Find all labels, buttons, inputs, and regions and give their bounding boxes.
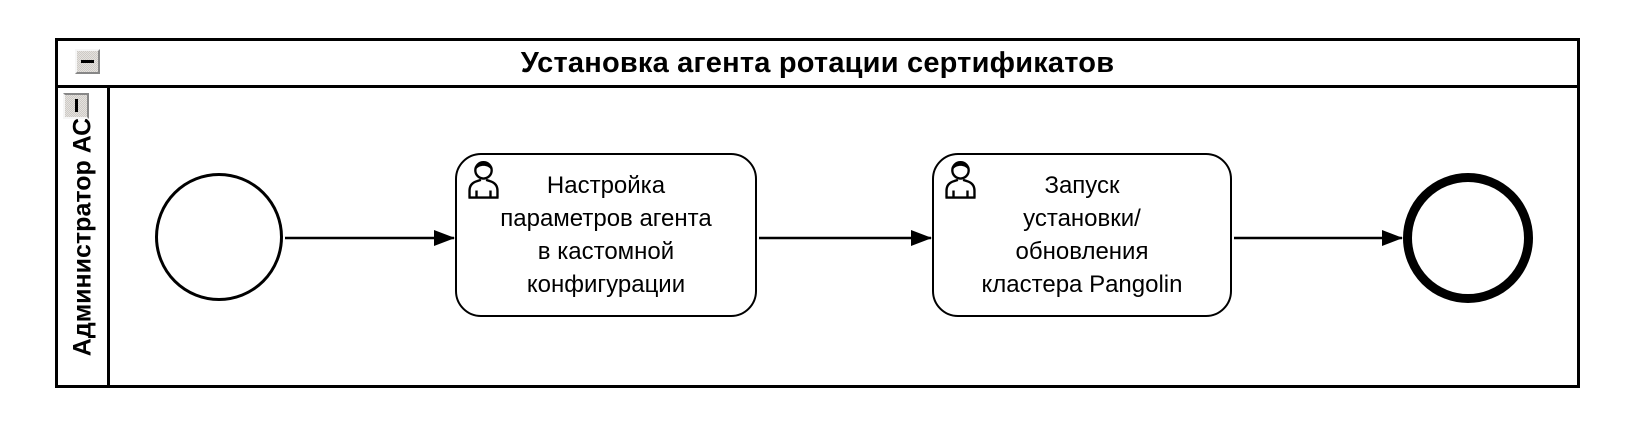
- task-label-line: в кастомной: [537, 238, 675, 265]
- pool-title: Установка агента ротации сертификатов: [520, 46, 1115, 79]
- minus-icon: [81, 60, 94, 63]
- minus-icon: [74, 99, 78, 113]
- task-label: Запуск установки/ обновления кластера Pa…: [982, 169, 1183, 301]
- lane-content: Настройка параметров агента в кастомной …: [110, 88, 1577, 385]
- lane-collapse-button[interactable]: [63, 93, 89, 119]
- user-icon: [462, 158, 505, 201]
- task-label-line: конфигурации: [526, 271, 686, 298]
- task-configure-agent[interactable]: Настройка параметров агента в кастомной …: [455, 153, 757, 317]
- pool-body: Администратор АС: [58, 88, 1577, 385]
- task-run-install-update[interactable]: Запуск установки/ обновления кластера Pa…: [932, 153, 1232, 317]
- bpmn-pool: Установка агента ротации сертификатов Ад…: [55, 38, 1580, 388]
- task-label-line: параметров агента: [500, 205, 712, 232]
- pool-collapse-button[interactable]: [75, 49, 100, 74]
- task-label-line: обновления: [1015, 238, 1149, 265]
- task-label-line: кластера Pangolin: [981, 271, 1183, 298]
- sequence-flows-layer: [285, 230, 1403, 246]
- start-event[interactable]: [155, 173, 283, 301]
- pool-header[interactable]: Установка агента ротации сертификатов: [58, 41, 1577, 88]
- end-event[interactable]: [1403, 173, 1533, 303]
- task-label: Настройка параметров агента в кастомной …: [500, 169, 711, 301]
- lane-label: Администратор АС: [68, 117, 96, 356]
- task-label-line: Запуск: [1044, 172, 1120, 199]
- task-label-line: установки/: [1023, 205, 1141, 232]
- task-label-line: Настройка: [546, 172, 666, 199]
- lane-header[interactable]: Администратор АС: [58, 88, 110, 385]
- user-icon: [939, 158, 982, 201]
